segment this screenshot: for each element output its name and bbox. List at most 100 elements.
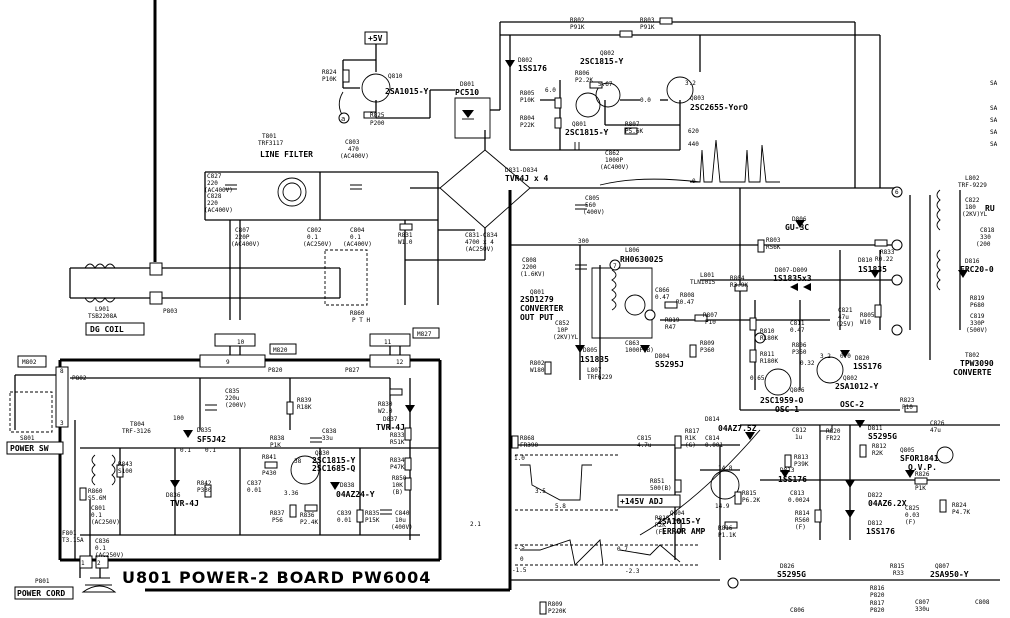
- p827-label: P827: [345, 367, 360, 374]
- t804-label: T804: [130, 421, 145, 428]
- l806-type: RH0630025: [620, 255, 664, 264]
- power-sw-label: POWER SW: [10, 444, 49, 453]
- transistor-q806: [765, 369, 791, 395]
- r820-label: R820: [826, 428, 841, 435]
- r804-value: P22K: [520, 122, 535, 129]
- v38-label: 38: [294, 458, 302, 465]
- r841-label: R841: [262, 454, 277, 461]
- c866-label: C866: [655, 287, 670, 294]
- resistor-r843: [117, 465, 123, 477]
- transistor-q804: [711, 471, 739, 499]
- diode-d805: [575, 345, 585, 353]
- pin-7: 7: [613, 263, 617, 270]
- r860-label: R860: [350, 310, 365, 317]
- q830-type: 2SC1815-Y: [312, 456, 356, 465]
- v32-label: 3.2: [685, 80, 696, 87]
- r811-label: R811: [760, 351, 775, 358]
- c805-label: C805: [585, 195, 600, 202]
- q805-label: Q805: [900, 447, 915, 454]
- r833b-value: R0.22: [875, 256, 893, 263]
- q801b-type: 2SD1279: [520, 295, 554, 304]
- capacitor-c862: [575, 142, 579, 150]
- wave-3-5: 3.5: [535, 488, 546, 495]
- diode-d836: [170, 480, 180, 488]
- c803-label: C803: [345, 139, 360, 146]
- r819-label: R819: [665, 317, 680, 324]
- diode-d816: [958, 270, 968, 278]
- r824-value: P10K: [322, 76, 337, 83]
- r813-label: R813: [794, 454, 809, 461]
- q830-label: Q830: [315, 450, 330, 457]
- r836-label: R836: [300, 512, 315, 519]
- r807-value: P5.6K: [625, 128, 643, 135]
- l807-label: L807: [587, 367, 602, 374]
- c812-label: C812: [792, 427, 807, 434]
- resistor-r814: [815, 510, 821, 522]
- c831-rating: (AC250V): [465, 246, 494, 253]
- r826-value: P1K: [915, 485, 926, 492]
- d838-label: D838: [340, 482, 355, 489]
- r824b-label: R824: [952, 502, 967, 509]
- q801b-role2: OUT PUT: [520, 313, 554, 322]
- r805b-label: R805: [860, 312, 875, 319]
- c804-value: 0.1: [350, 234, 361, 241]
- r818-rating: (F): [655, 529, 666, 536]
- d814-label: D814: [705, 416, 720, 423]
- line-filter-label: LINE FILTER: [260, 150, 313, 159]
- c819-label: C819: [970, 313, 985, 320]
- resistor-r851: [675, 480, 681, 492]
- capacitor-c827: [225, 185, 237, 189]
- r805b-value: W10: [860, 319, 871, 326]
- d810-label: D810: [858, 257, 873, 264]
- r842-value: P330: [197, 487, 212, 494]
- transformer-t804: [92, 455, 115, 485]
- d831-label: D831-D834: [505, 167, 538, 174]
- r804-label: R804: [520, 115, 535, 122]
- transistor-q802: [596, 83, 620, 107]
- r868-label: R868: [520, 435, 535, 442]
- resistor-r833b: [875, 240, 887, 246]
- connectors: [7, 32, 902, 599]
- c831-label: C831-C834: [465, 232, 498, 239]
- q802-label: Q802: [600, 50, 615, 57]
- d806-label: D806: [792, 216, 807, 223]
- c837-value: 0.01: [247, 487, 262, 494]
- r823-label: R823: [900, 397, 915, 404]
- c839-value: 0.01: [337, 517, 352, 524]
- c801-rating: (AC250V): [91, 519, 120, 526]
- r806-label: R806: [575, 70, 590, 77]
- connector-p827: [370, 355, 410, 367]
- v149-label: 14.9: [715, 503, 730, 510]
- resistor-r808: [665, 302, 677, 308]
- c828-label: C828: [207, 193, 222, 200]
- d805-type: 1S1835: [580, 355, 609, 364]
- c827-rating: (AC400V): [204, 187, 233, 194]
- transistor-q805: [937, 447, 953, 463]
- r830-value: W2.0: [378, 408, 393, 415]
- q802-type: 2SC1815-Y: [580, 57, 624, 66]
- r819b-value: P680: [970, 302, 985, 309]
- r809-label: R809: [700, 340, 715, 347]
- r860-type: P T H: [352, 317, 370, 324]
- p803-label: P803: [163, 308, 178, 315]
- connector-p802: [56, 367, 68, 427]
- r819b-label: R819: [970, 295, 985, 302]
- r817b-value: P820: [870, 607, 885, 614]
- d826-type: S5295G: [777, 570, 806, 579]
- m827-label: M827: [417, 331, 432, 338]
- c801-value: 0.1: [91, 512, 102, 519]
- r838-value: P1K: [270, 442, 281, 449]
- c821-label: C821: [838, 307, 853, 314]
- c814-label: C814: [705, 435, 720, 442]
- capacitor-c805: [575, 205, 587, 209]
- c836-rating: (AC250V): [95, 552, 124, 559]
- r815b-value: R33: [893, 570, 904, 577]
- resistor-r837: [290, 505, 296, 517]
- pin-11: 11: [384, 339, 392, 346]
- r850-label: R850: [392, 475, 407, 482]
- pin-12: 12: [396, 359, 404, 366]
- r823-value: P10: [902, 404, 913, 411]
- c827-value: 220: [207, 180, 218, 187]
- r807-label: R807: [625, 121, 640, 128]
- resistor-r831: [400, 224, 412, 230]
